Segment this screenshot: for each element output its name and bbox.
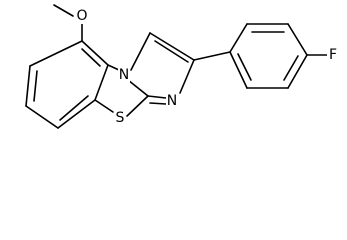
bond-c8a-s [94, 99, 114, 113]
bond-c8a-c8 [57, 99, 96, 129]
bond-c-top-inner [154, 40, 189, 63]
bond-c7-c6 [25, 65, 31, 107]
bond-ph-1 [229, 23, 248, 53]
bond-ph-6 [229, 51, 248, 89]
atom-fluorine: F [329, 47, 337, 63]
bond-c-top-c-aryl [149, 32, 195, 61]
bond-c5-c4a [81, 40, 109, 66]
bond-c8-c7 [25, 105, 59, 129]
bond-c4a-n [107, 64, 120, 71]
bond-c6-c5 [29, 40, 83, 67]
bond-ph-inner-2 [283, 55, 299, 81]
bond-benzo-inner-2 [59, 95, 89, 121]
atom-oxygen: O [76, 8, 87, 24]
bond-s-c2 [126, 95, 149, 117]
bond-n-c2-double-1 [147, 95, 167, 99]
bond-ph-inner-3 [237, 53, 252, 81]
atom-nitrogen-bridgehead: N [119, 67, 129, 83]
bond-c-aryl-c1p [193, 51, 231, 61]
bond-c-aryl-n [179, 59, 195, 94]
bond-methyl-o [53, 4, 74, 17]
atom-nitrogen-ring: N [167, 93, 177, 109]
bond-n-c2-double-2 [149, 102, 167, 105]
atom-sulfur: S [116, 110, 125, 126]
chemical-structure: O N N S F [25, 4, 339, 129]
bond-benzo-inner-3 [33, 70, 38, 102]
bond-n-c-top [130, 32, 151, 71]
bond-benzo-inner-1 [81, 48, 101, 67]
bond-ph-3 [287, 23, 308, 56]
bond-ph-4 [287, 54, 308, 89]
bond-c4a-c8a [94, 64, 109, 101]
bond-n-c2 [127, 79, 149, 97]
